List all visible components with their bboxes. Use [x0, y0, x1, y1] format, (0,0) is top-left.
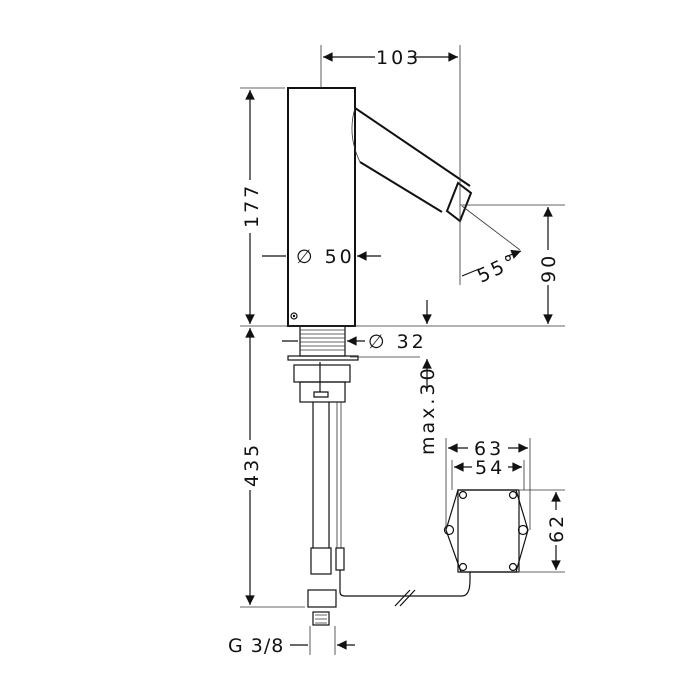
- dim-max-thickness: max.30: [417, 365, 439, 455]
- control-box: [443, 489, 529, 573]
- dim-total-length: 435: [241, 442, 263, 487]
- faucet-body: [287, 87, 356, 327]
- dim-box-width-inner: 54: [475, 457, 505, 479]
- dim-connection-thread: G 3/8: [228, 635, 284, 657]
- dimension-lines: [250, 57, 556, 645]
- dim-box-width-outer: 63: [474, 438, 504, 460]
- dim-spout-reach: 103: [376, 47, 421, 69]
- supply-hose: [307, 402, 345, 626]
- sensor-cable: [339, 570, 471, 607]
- dim-body-diameter: ∅ 50: [296, 246, 355, 268]
- dim-box-height: 62: [546, 513, 568, 543]
- dim-shank-diameter: ∅ 32: [368, 331, 427, 353]
- dim-spray-angle: 55°: [474, 250, 522, 288]
- spout: [351, 107, 521, 251]
- dim-spout-height: 90: [538, 253, 560, 283]
- threaded-shank: [287, 325, 359, 403]
- dim-body-height: 177: [241, 183, 263, 228]
